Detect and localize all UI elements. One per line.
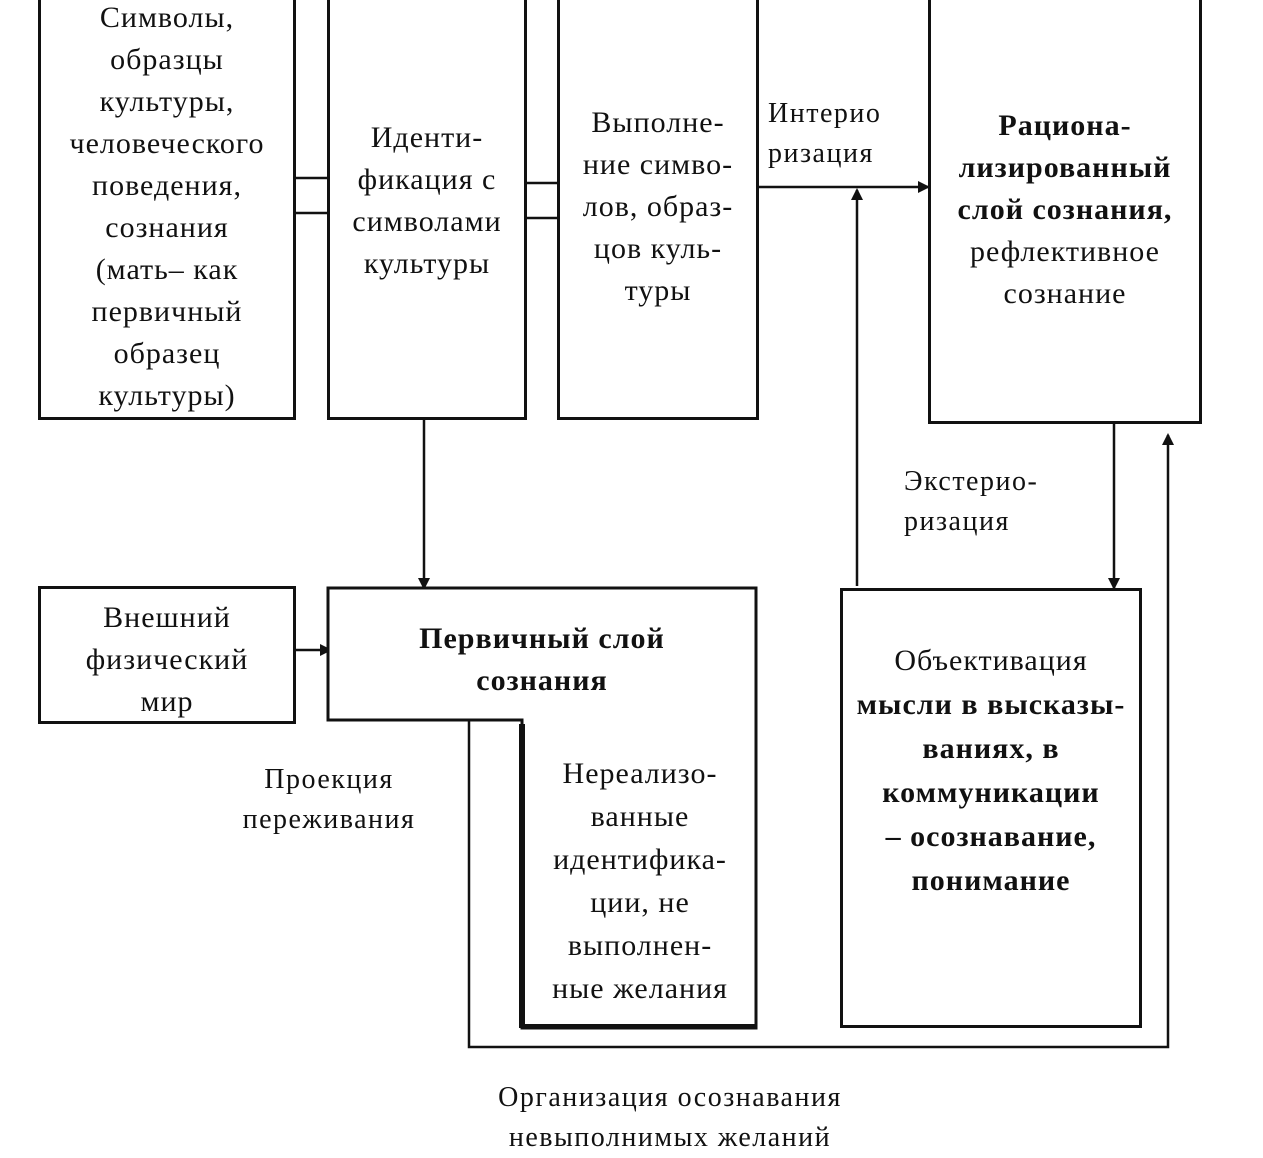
exteriorization-line: Экстерио- <box>904 466 1039 497</box>
symbols-line: образцы <box>110 43 224 76</box>
external-line: мир <box>140 685 194 718</box>
performance-box: Выполне- ние симво- лов, образ- цов куль… <box>557 0 759 420</box>
primary-title-line: Первичный слой <box>419 622 665 655</box>
projection-line: Проекция <box>264 764 394 795</box>
unrealized-line: идентифика- <box>553 843 727 876</box>
rational-bold-line: лизированный <box>958 151 1172 184</box>
rational-bold-line: Рациона- <box>998 109 1132 142</box>
organization-line: невыполнимых желаний <box>508 1122 832 1153</box>
symbols-line: Символы, <box>99 1 235 34</box>
objectivation-line: коммуникации <box>882 776 1100 809</box>
unrealized-line: ции, не <box>590 886 690 919</box>
primary-layer-title: Первичный слой сознания <box>330 618 754 702</box>
rational-box: Рациона- лизированный слой сознания, реф… <box>928 0 1202 424</box>
identification-text: Иденти- фикация с символами культуры <box>330 117 524 285</box>
primary-title-line: сознания <box>476 664 608 697</box>
identification-line: символами <box>352 205 502 238</box>
objectivation-box: Объективация мысли в высказы- ваниях, в … <box>840 588 1142 1028</box>
objectivation-line: – осознавание, <box>885 820 1097 853</box>
unrealized-line: ные желания <box>552 972 728 1005</box>
rational-bold-line: слой сознания, <box>957 193 1173 226</box>
exteriorization-label: Экстерио- ризация <box>904 462 1038 542</box>
interiorization-line: Интерио <box>768 98 882 129</box>
symbols-line: образец <box>113 337 221 370</box>
rational-text: Рациона- лизированный слой сознания, реф… <box>931 105 1199 315</box>
symbols-text: Символы, образцы культуры, человеческого… <box>41 0 293 417</box>
symbols-line: культуры) <box>98 379 236 412</box>
organization-label: Организация осознавания невыполнимых жел… <box>420 1078 920 1158</box>
external-line: физический <box>85 643 249 676</box>
rational-line: рефлективное <box>970 235 1160 268</box>
external-line: Внешний <box>103 601 231 634</box>
unrealized-line: ванные <box>590 800 690 833</box>
exteriorization-line: ризация <box>904 506 1010 537</box>
projection-label: Проекция переживания <box>214 760 444 840</box>
objectivation-text: Объективация мысли в высказы- ваниях, в … <box>843 639 1139 903</box>
objectivation-line: понимание <box>911 864 1071 897</box>
rational-line: сознание <box>1003 277 1127 310</box>
performance-line: Выполне- <box>591 106 725 139</box>
identification-line: культуры <box>363 247 491 280</box>
identification-line: Иденти- <box>370 121 484 154</box>
symbols-line: поведения, <box>92 169 242 202</box>
organization-line: Организация осознавания <box>498 1082 842 1113</box>
unrealized-line: выполнен- <box>567 929 713 962</box>
interiorization-line: ризация <box>768 138 874 169</box>
projection-line: переживания <box>242 804 416 835</box>
unrealized-line: Нереализо- <box>562 757 718 790</box>
symbols-line: сознания <box>105 211 229 244</box>
objectivation-line: ваниях, в <box>922 732 1060 765</box>
symbols-line: первичный <box>91 295 243 328</box>
identification-line: фикация с <box>357 163 497 196</box>
objectivation-line: мысли в высказы- <box>856 688 1126 721</box>
symbols-line: (мать– как <box>95 253 239 286</box>
organization-loop-line <box>467 433 1174 1049</box>
performance-line: ние симво- <box>582 148 734 181</box>
objectivation-line: Объективация <box>894 644 1088 677</box>
unrealized-identifications-text: Нереализо- ванные идентифика- ции, не вы… <box>526 752 754 1010</box>
performance-line: цов куль- <box>593 232 723 265</box>
symbols-box: Символы, образцы культуры, человеческого… <box>38 0 296 420</box>
interiorization-label: Интерио ризация <box>768 94 881 174</box>
performance-text: Выполне- ние симво- лов, образ- цов куль… <box>560 102 756 312</box>
external-world-text: Внешний физический мир <box>41 597 293 723</box>
external-world-box: Внешний физический мир <box>38 586 296 724</box>
symbols-line: культуры, <box>99 85 235 118</box>
performance-line: лов, образ- <box>582 190 734 223</box>
symbols-line: человеческого <box>69 127 265 160</box>
performance-line: туры <box>624 274 692 307</box>
identification-box: Иденти- фикация с символами культуры <box>327 0 527 420</box>
